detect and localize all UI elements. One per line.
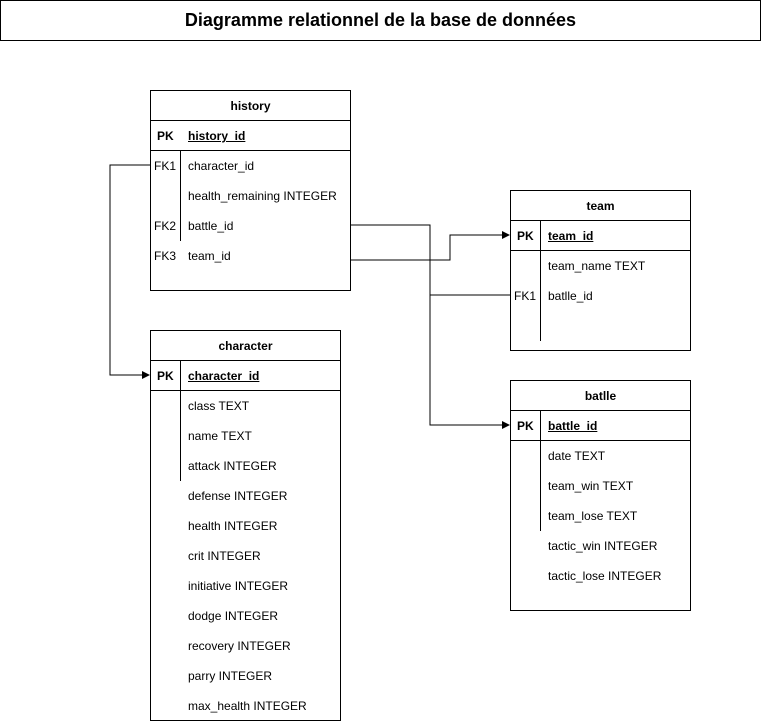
fk-key: FK3 xyxy=(154,249,177,263)
field-name: team_id xyxy=(188,249,231,263)
field-row: attack INTEGER xyxy=(151,451,340,481)
field-name: batlle_id xyxy=(548,289,593,303)
field-row: name TEXT xyxy=(151,421,340,451)
field-name: health INTEGER xyxy=(188,519,278,533)
entity-batlle[interactable]: batlle PK battle_id date TEXT team_win T… xyxy=(510,380,691,611)
field-row: initiative INTEGER xyxy=(151,571,340,601)
field-row: defense INTEGER xyxy=(151,481,340,511)
pk-key: PK xyxy=(157,129,174,143)
field-row: date TEXT xyxy=(511,441,690,471)
field-row: FK1 batlle_id xyxy=(511,281,690,311)
field-name: tactic_win INTEGER xyxy=(548,539,658,553)
entity-header: history xyxy=(151,91,350,121)
field-row: tactic_win INTEGER xyxy=(511,531,690,561)
field-name: attack INTEGER xyxy=(188,459,277,473)
pk-row: PK battle_id xyxy=(511,411,690,441)
column-divider xyxy=(180,151,181,241)
field-row: tactic_lose INTEGER xyxy=(511,561,690,591)
field-row: team_win TEXT xyxy=(511,471,690,501)
connector-history-character xyxy=(109,164,150,379)
field-name: name TEXT xyxy=(188,429,252,443)
field-name: battle_id xyxy=(188,219,234,233)
fk-key: FK1 xyxy=(154,159,177,173)
field-name: team_lose TEXT xyxy=(548,509,638,523)
pk-key: PK xyxy=(517,229,534,243)
entity-team[interactable]: team PK team_id team_name TEXT FK1 batll… xyxy=(510,190,691,351)
field-name: character_id xyxy=(188,159,255,173)
fk-key: FK1 xyxy=(514,289,537,303)
field-name: tactic_lose INTEGER xyxy=(548,569,662,583)
field-name: crit INTEGER xyxy=(188,549,261,563)
pk-row: PK team_id xyxy=(511,221,690,251)
field-name: health_remaining INTEGER xyxy=(188,189,337,203)
field-row: team_name TEXT xyxy=(511,251,690,281)
field-row: FK1 character_id xyxy=(151,151,350,181)
pk-field: team_id xyxy=(548,229,594,243)
field-name: max_health INTEGER xyxy=(188,699,307,713)
field-row: health_remaining INTEGER xyxy=(151,181,350,211)
field-row: FK3 team_id xyxy=(151,241,350,271)
connector-history-team xyxy=(350,231,510,261)
pk-key: PK xyxy=(517,419,534,433)
field-row: dodge INTEGER xyxy=(151,601,340,631)
field-name: dodge INTEGER xyxy=(188,609,279,623)
pk-field: battle_id xyxy=(548,419,598,433)
field-row: class TEXT xyxy=(151,391,340,421)
entity-header: team xyxy=(511,191,690,221)
field-name: team_name TEXT xyxy=(548,259,646,273)
pk-field: character_id xyxy=(188,369,260,383)
field-row: team_lose TEXT xyxy=(511,501,690,531)
field-name: defense INTEGER xyxy=(188,489,288,503)
pk-row: PK history_id xyxy=(151,121,350,151)
column-divider xyxy=(540,221,541,341)
field-row: max_health INTEGER xyxy=(151,691,340,721)
fk-key: FK2 xyxy=(154,219,177,233)
pk-row: PK character_id xyxy=(151,361,340,391)
field-row: recovery INTEGER xyxy=(151,631,340,661)
column-divider xyxy=(540,411,541,531)
field-name: parry INTEGER xyxy=(188,669,273,683)
field-row: parry INTEGER xyxy=(151,661,340,691)
pk-field: history_id xyxy=(188,129,246,143)
field-name: initiative INTEGER xyxy=(188,579,289,593)
pk-key: PK xyxy=(157,369,174,383)
field-row: health INTEGER xyxy=(151,511,340,541)
field-row: FK2 battle_id xyxy=(151,211,350,241)
entity-character[interactable]: character PK character_id class TEXT nam… xyxy=(150,330,341,721)
field-name: class TEXT xyxy=(188,399,250,413)
field-row: crit INTEGER xyxy=(151,541,340,571)
entity-header: character xyxy=(151,331,340,361)
column-divider xyxy=(180,361,181,481)
entity-header: batlle xyxy=(511,381,690,411)
connector-history-batlle xyxy=(350,224,510,429)
field-name: date TEXT xyxy=(548,449,606,463)
entity-history[interactable]: history PK history_id FK1 character_id h… xyxy=(150,90,351,291)
field-name: recovery INTEGER xyxy=(188,639,291,653)
field-name: team_win TEXT xyxy=(548,479,634,493)
